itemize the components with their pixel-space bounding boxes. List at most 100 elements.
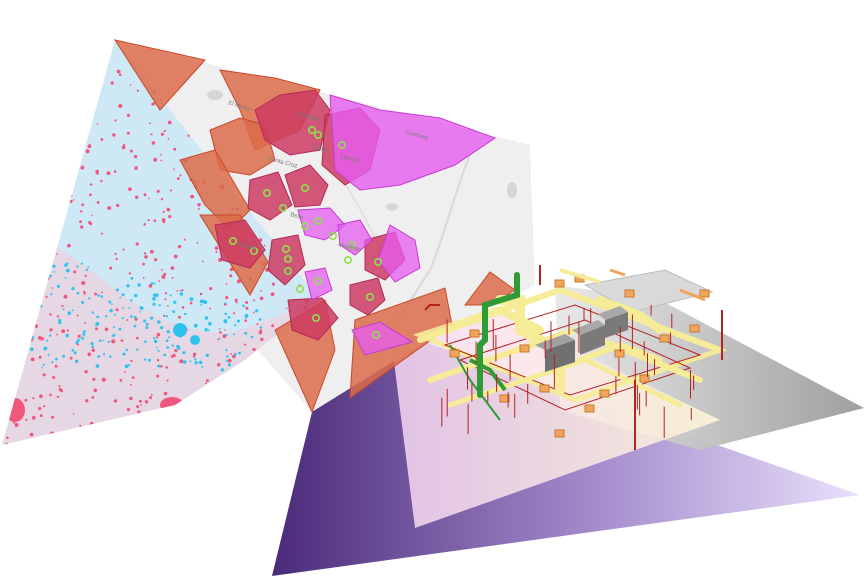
density-dot	[152, 102, 156, 106]
density-dot	[205, 379, 209, 383]
density-dot	[157, 320, 161, 324]
centroid-marker	[262, 189, 271, 198]
density-dot	[48, 52, 52, 56]
density-dot	[285, 397, 289, 400]
density-dot	[305, 52, 310, 56]
density-dot	[95, 327, 98, 331]
density-dot	[208, 322, 212, 326]
density-dot	[49, 328, 53, 332]
density-dot	[260, 290, 262, 292]
density-dot	[58, 73, 61, 76]
equipment-box	[689, 324, 700, 333]
density-dot	[329, 45, 331, 47]
density-dot	[15, 189, 19, 193]
density-dot	[156, 359, 160, 362]
density-dot	[151, 141, 156, 145]
density-dot	[32, 415, 36, 420]
centroid-marker	[281, 245, 290, 254]
density-dot	[41, 101, 45, 105]
density-dot	[167, 120, 172, 125]
density-dot	[185, 47, 189, 50]
density-dot	[10, 266, 13, 268]
density-dot	[136, 348, 139, 351]
density-dot	[82, 330, 86, 334]
density-dot	[113, 326, 116, 329]
density-dot	[285, 400, 289, 405]
density-dot	[37, 142, 41, 146]
density-dot	[285, 307, 288, 310]
density-dot	[156, 332, 161, 337]
density-dot	[197, 203, 201, 207]
density-dot	[62, 354, 65, 358]
density-dot	[163, 410, 167, 414]
density-dot	[153, 339, 158, 344]
density-dot	[194, 358, 197, 361]
density-dot	[116, 69, 121, 74]
density-dot	[100, 295, 103, 298]
density-dot	[255, 416, 258, 418]
density-dot	[218, 328, 221, 330]
density-dot	[2, 122, 3, 125]
density-dot	[276, 429, 279, 433]
density-dot	[96, 201, 100, 204]
density-dot	[104, 315, 108, 318]
density-dot	[87, 266, 90, 268]
density-dot	[58, 320, 62, 325]
density-dot	[112, 133, 116, 137]
density-dot	[179, 403, 183, 407]
density-dot	[73, 270, 77, 274]
density-dot	[95, 364, 100, 368]
density-dot	[80, 210, 83, 213]
density-dot	[229, 268, 233, 272]
density-dot	[134, 293, 138, 298]
density-dot	[139, 428, 143, 432]
density-dot	[3, 400, 6, 404]
density-dot	[7, 114, 11, 117]
density-dot	[49, 313, 52, 316]
density-dot	[156, 189, 160, 193]
density-dot	[226, 355, 229, 358]
density-dot	[299, 416, 303, 420]
density-dot	[95, 324, 97, 327]
density-dot	[198, 403, 201, 406]
density-dot	[163, 391, 168, 396]
density-dot	[254, 435, 258, 439]
density-dot	[36, 277, 41, 282]
density-dot	[271, 282, 275, 286]
density-dot	[91, 214, 93, 217]
density-dot	[81, 300, 85, 304]
density-dot	[41, 367, 43, 369]
density-dot	[167, 448, 169, 450]
density-dot	[121, 293, 125, 297]
density-dot	[201, 365, 204, 368]
density-dot	[227, 316, 231, 319]
density-dot	[61, 167, 64, 170]
density-dot	[33, 271, 38, 276]
density-dot	[43, 179, 46, 182]
density-dot	[85, 149, 90, 154]
equipment-box	[469, 329, 480, 338]
density-dot	[114, 119, 117, 122]
density-dot	[98, 50, 102, 54]
density-dot	[124, 364, 129, 369]
density-dot	[8, 215, 12, 219]
density-dot	[99, 339, 102, 343]
density-dot	[42, 363, 45, 366]
density-dot	[67, 311, 72, 316]
density-dot	[2, 209, 5, 213]
density-dot	[302, 431, 305, 434]
density-dot	[58, 40, 60, 42]
density-dot	[5, 442, 9, 445]
density-dot	[225, 359, 229, 362]
density-dot	[217, 338, 220, 341]
density-dot	[200, 396, 203, 400]
density-dot	[43, 405, 46, 408]
density-dot	[227, 363, 231, 367]
density-dot	[102, 339, 105, 342]
density-dot	[2, 210, 3, 214]
centroid-marker	[365, 292, 374, 301]
density-dot	[326, 51, 330, 55]
density-dot	[135, 195, 139, 199]
density-dot	[244, 331, 248, 335]
density-dot	[233, 64, 236, 67]
